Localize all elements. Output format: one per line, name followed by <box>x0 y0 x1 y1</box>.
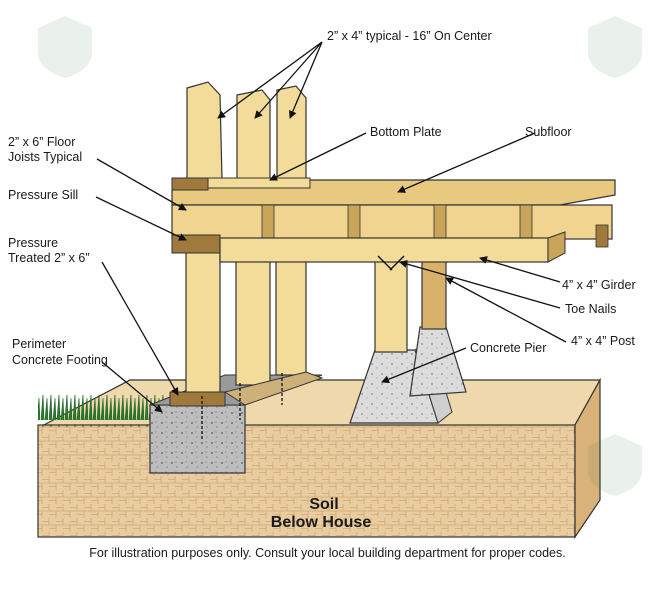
pressure-sill <box>171 234 221 254</box>
footing-label-line2: Concrete Footing <box>12 353 108 367</box>
girder <box>219 231 566 263</box>
post-back <box>421 254 447 330</box>
studs-label: 2” x 4” typical - 16” On Center <box>327 29 492 43</box>
joists-label-line2: Joists Typical <box>8 150 82 164</box>
mud-sill <box>169 391 226 407</box>
footing-sill <box>223 371 324 406</box>
watermark-logo-top-right <box>580 12 650 82</box>
leader-lines <box>95 41 567 413</box>
pressure-treated-label-line1: Pressure <box>8 236 58 250</box>
watermark-logo-bottom-right <box>580 430 650 500</box>
disclaimer-caption: For illustration purposes only. Consult … <box>89 546 566 560</box>
concrete-pier-label: Concrete Pier <box>470 341 546 355</box>
post-label: 4” x 4” Post <box>571 334 635 348</box>
girder-label: 4” x 4” Girder <box>562 278 636 292</box>
pressure-treated-label-line2: Treated 2” x 6” <box>8 251 90 265</box>
toe-nails <box>377 255 405 271</box>
concrete-pier-back <box>409 326 467 397</box>
pressure-sill-label: Pressure Sill <box>8 188 78 202</box>
sill-plate-top <box>171 177 209 191</box>
soil-label-line2: Below House <box>271 514 372 531</box>
subfloor-label: Subfloor <box>525 125 572 139</box>
anchor-bolts <box>201 373 283 440</box>
joists-label-line1: 2” x 6” Floor <box>8 135 75 149</box>
bottom-plate-label: Bottom Plate <box>370 125 442 139</box>
floor-joists <box>171 204 613 248</box>
footing-label-line1: Perimeter <box>12 337 66 351</box>
soil-label-line1: Soil <box>309 496 338 513</box>
toe-nails-label: Toe Nails <box>565 302 616 316</box>
grass <box>38 395 168 427</box>
watermark-logo-top-left <box>30 12 100 82</box>
bottom-plate <box>205 177 311 189</box>
